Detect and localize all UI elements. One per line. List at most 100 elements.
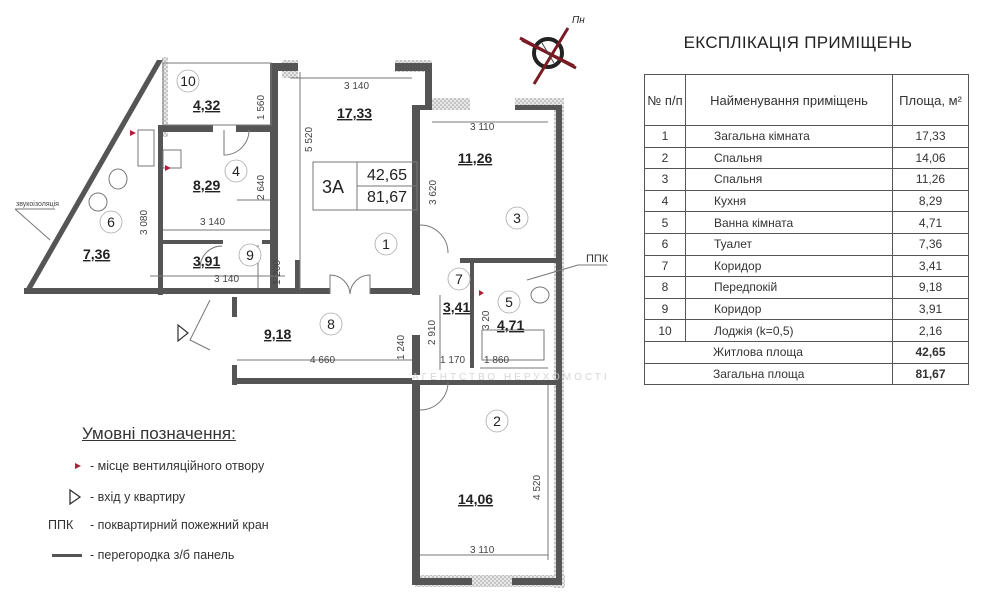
room-number-4: 4 [232, 163, 240, 179]
dim-1-height: 5 520 [304, 127, 315, 152]
room-area-1: 17,33 [337, 105, 372, 121]
room-number-9: 9 [246, 247, 254, 263]
dim-6-height: 3 080 [139, 210, 150, 235]
room-number-5: 5 [505, 294, 513, 310]
fire-hydrant-label: ППК [586, 253, 609, 265]
compass-icon [519, 27, 577, 85]
legend-item-entrance: - вхід у квартиру [40, 488, 185, 506]
legend-text: - вхід у квартиру [90, 490, 186, 504]
dim-9-height: 1 200 [272, 260, 283, 285]
row-area: 14,06 [892, 146, 969, 170]
dim-5-height: 3 20 [481, 310, 492, 330]
dim-8-width: 4 660 [310, 355, 335, 366]
row-name: Туалет [685, 232, 893, 256]
dim-4-width: 3 140 [200, 217, 225, 228]
row-name: Спальня [685, 168, 893, 191]
row-area: 8,29 [892, 189, 969, 213]
dim-5-width: 1 860 [484, 355, 509, 366]
explication-title: ЕКСПЛІКАЦІЯ ПРИМІЩЕНЬ [683, 33, 913, 52]
total-area-label: Загальна площа [644, 362, 893, 386]
row-no: 8 [644, 276, 686, 299]
entrance-triangle-icon [177, 323, 189, 343]
room-area-7: 3,41 [443, 299, 470, 315]
row-no: 4 [644, 189, 686, 213]
legend-text: - перегородка з/б панель [90, 548, 235, 562]
compass-north-label: Пн [572, 15, 585, 26]
dim-1-width: 3 140 [344, 81, 369, 92]
row-name: Лоджія (k=0,5) [685, 319, 893, 342]
header-no: № п/п [644, 74, 686, 126]
row-area: 2,16 [892, 319, 969, 342]
legend-text: - поквартирний пожежний кран [90, 518, 269, 532]
row-area: 3,91 [892, 297, 969, 321]
row-area: 3,41 [892, 254, 969, 278]
legend-item-fire-hydrant: ППК - поквартирний пожежний кран [40, 518, 269, 532]
room-number-7: 7 [455, 271, 463, 287]
row-name: Передпокій [685, 276, 893, 299]
row-area: 11,26 [892, 168, 969, 191]
floor-plan: Пн [14, 15, 610, 588]
row-no: 9 [644, 297, 686, 321]
room-number-6: 6 [107, 214, 115, 230]
row-area: 4,71 [892, 211, 969, 234]
row-area: 9,18 [892, 276, 969, 299]
room-number-3: 3 [513, 210, 521, 226]
header-name: Найменування приміщень [685, 74, 893, 126]
vent-marker-icon [130, 130, 484, 296]
row-name: Коридор [685, 297, 893, 321]
row-name: Коридор [685, 254, 893, 278]
row-no: 2 [644, 146, 686, 170]
legend-item-wall: - перегородка з/б панель [40, 548, 234, 562]
row-no: 10 [644, 319, 686, 342]
entrance-triangle-icon [69, 488, 82, 506]
wall-line-icon [52, 554, 82, 557]
fire-hydrant-symbol: ППК [48, 518, 74, 532]
row-no: 5 [644, 211, 686, 234]
room-area-10: 4,32 [193, 97, 220, 113]
room-number-2: 2 [493, 413, 501, 429]
row-name: Спальня [685, 146, 893, 170]
row-area: 17,33 [892, 125, 969, 148]
apartment-total-area: 81,67 [367, 189, 407, 206]
room-area-4: 8,29 [193, 177, 220, 193]
row-name: Загальна кімната [685, 125, 893, 148]
explication-table: № п/п Найменування приміщень Площа, м² 1… [644, 74, 969, 386]
row-area: 7,36 [892, 232, 969, 256]
room-area-3: 11,26 [458, 150, 492, 166]
dim-4-height: 2 640 [256, 175, 267, 200]
row-no: 3 [644, 168, 686, 191]
room-area-2: 14,06 [458, 491, 493, 507]
room-number-1: 1 [382, 236, 390, 252]
header-area: Площа, м² [892, 74, 969, 126]
room-number-8: 8 [327, 316, 335, 332]
room-area-9: 3,91 [193, 253, 220, 269]
sound-insulation-label: звукоізоляція [16, 200, 59, 208]
apartment-type: 3А [322, 177, 344, 197]
dim-3-width: 3 110 [470, 122, 495, 133]
room-area-6: 7,36 [83, 246, 110, 262]
watermark: АГЕНТСТВО НЕРУХОМОСТІ [412, 372, 610, 383]
dim-8-height: 1 240 [396, 335, 407, 360]
row-name: Кухня [685, 189, 893, 213]
legend-title: Умовні позначення: [82, 424, 236, 443]
dim-2-height: 4 520 [532, 475, 543, 500]
row-no: 1 [644, 125, 686, 148]
room-area-8: 9,18 [264, 326, 291, 342]
living-area-value: 42,65 [892, 340, 969, 364]
dim-2-width: 3 110 [470, 545, 495, 556]
table-header: № п/п Найменування приміщень Площа, м² [644, 74, 969, 126]
room-area-5: 4,71 [497, 317, 524, 333]
room-number-10: 10 [180, 73, 196, 89]
row-no: 7 [644, 254, 686, 278]
